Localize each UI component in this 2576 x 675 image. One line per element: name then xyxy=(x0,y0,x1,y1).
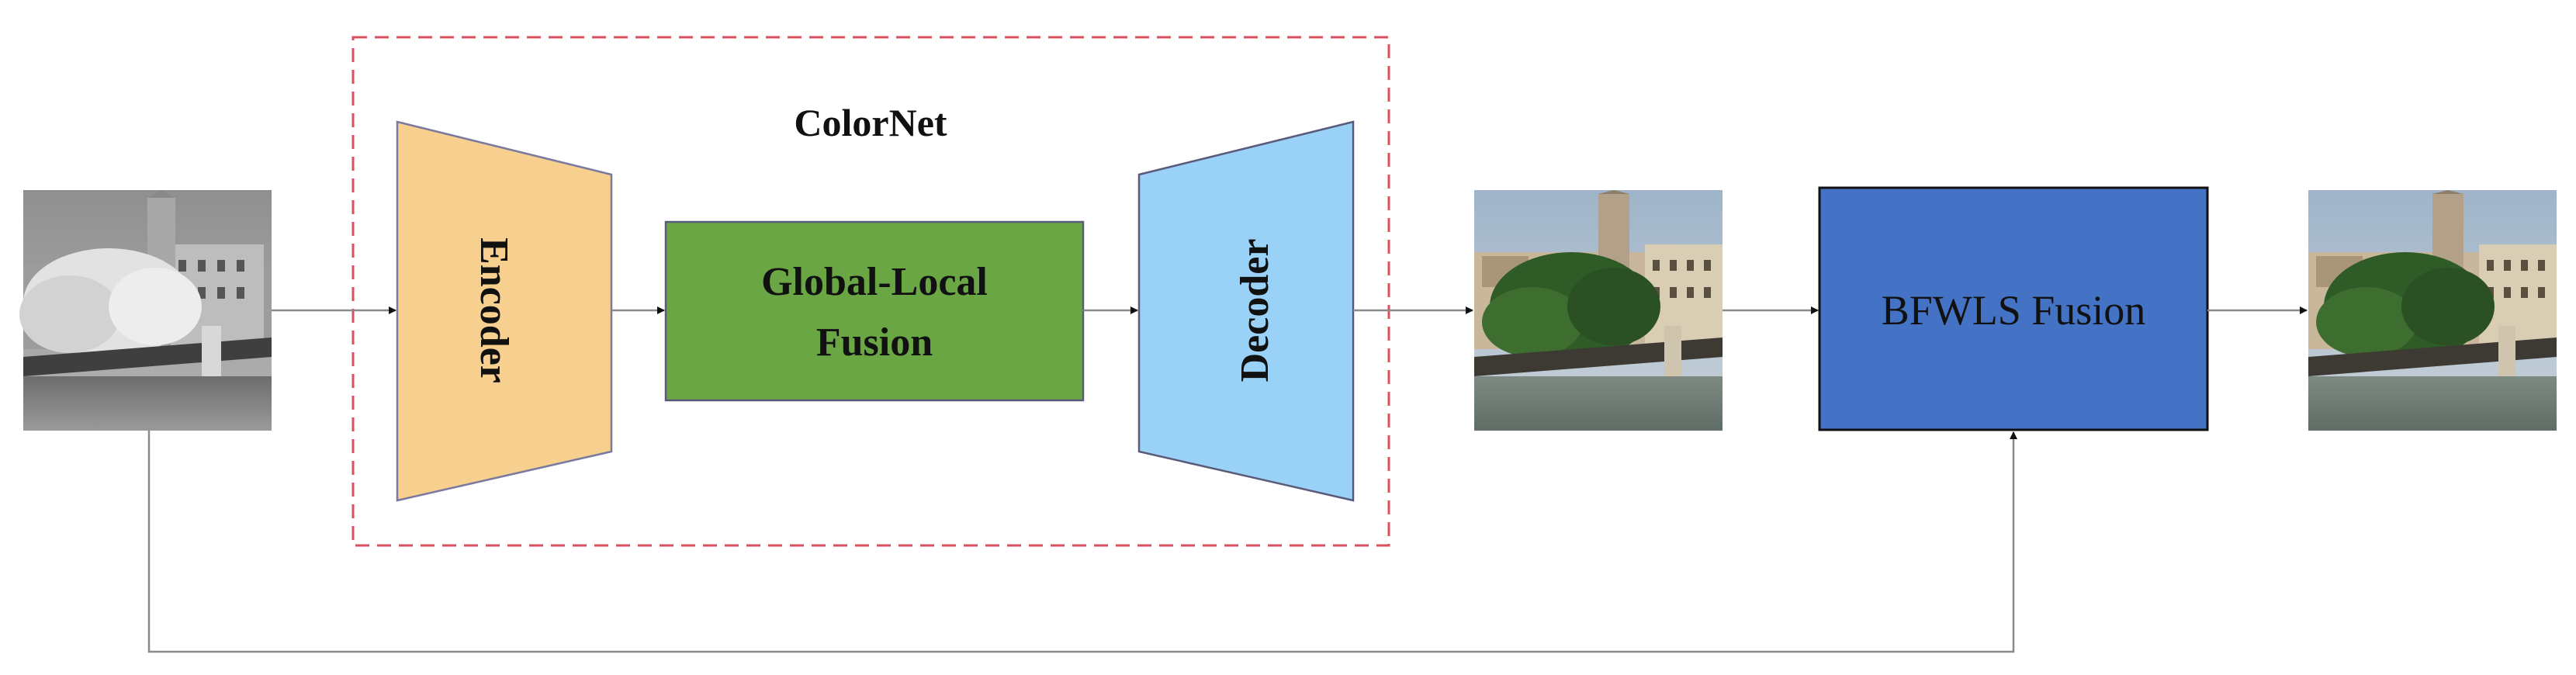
final-output-image xyxy=(2308,190,2557,431)
decoder-block xyxy=(1137,120,1355,502)
connectors xyxy=(147,306,2308,653)
skip-connection-input-to-bfwls xyxy=(147,431,2017,653)
colornet-title: ColorNet xyxy=(794,101,947,144)
fusion-label-line2: Fusion xyxy=(816,320,933,365)
encoder-label: Encoder xyxy=(472,237,516,383)
bfwls-label: BFWLS Fusion xyxy=(1882,287,2146,334)
colornet-group-border xyxy=(351,36,1390,547)
bfwls-fusion-block xyxy=(1818,186,2209,431)
decoder-label: Decoder xyxy=(1233,239,1277,382)
fusion-label-line1: Global-Local xyxy=(761,260,988,304)
global-local-fusion-block xyxy=(664,220,1085,402)
encoder-block xyxy=(396,120,613,502)
input-grayscale-image xyxy=(19,190,272,431)
colorized-output-image xyxy=(1474,190,1723,431)
